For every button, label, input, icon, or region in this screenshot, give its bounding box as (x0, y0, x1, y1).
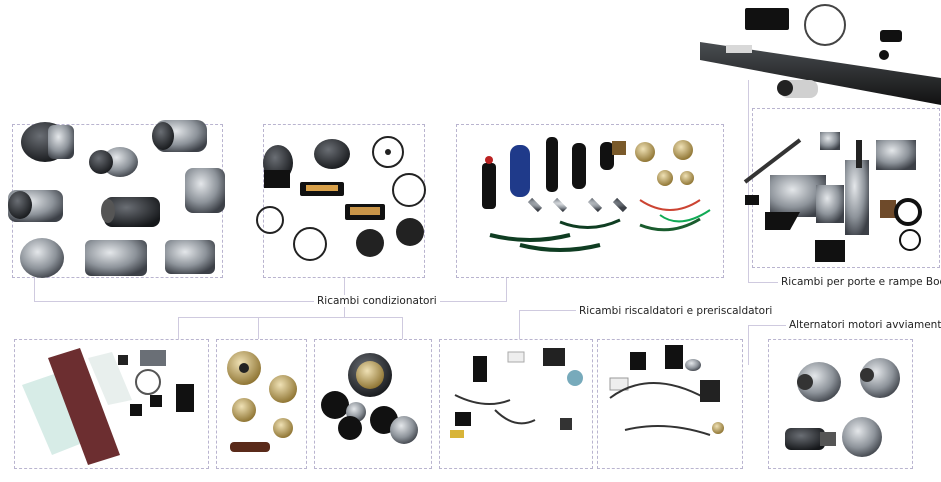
frame-alternators (768, 339, 913, 469)
connector-ac-mid (344, 278, 345, 302)
connector-door-h (748, 282, 778, 283)
label-alternators[interactable]: Alternatori motori avviamento (786, 319, 941, 331)
label-heaters[interactable]: Ricambi riscaldatori e preriscaldatori (576, 305, 776, 317)
label-air-conditioning[interactable]: Ricambi condizionatori (314, 295, 440, 307)
door-rail-icon (700, 4, 941, 105)
pulley-icon (227, 351, 297, 452)
frame-heater-parts-a (439, 339, 593, 469)
connector-ac-down (344, 302, 345, 318)
connector-ac-row2-a (178, 317, 179, 339)
frame-filters-hoses (456, 124, 724, 278)
connector-ac-right (506, 278, 507, 302)
frame-clutches (314, 339, 432, 469)
connector-alt-down (748, 325, 749, 365)
filter-drier-icon (482, 137, 694, 209)
connector-alt-top (748, 325, 788, 326)
frame-pulleys (216, 339, 307, 469)
heater-parts-icon (450, 345, 724, 438)
starter-motor-icon (785, 428, 836, 450)
connector-ac-left (34, 278, 35, 302)
clutch-icon (321, 353, 418, 444)
alternator-icon (797, 358, 900, 457)
frame-heater-parts-b (597, 339, 743, 469)
fan-icon (256, 136, 426, 261)
connector-ac-bottom (34, 301, 506, 302)
connector-heater-down (519, 310, 520, 339)
connector-ac-row2 (178, 317, 403, 318)
frame-ac-accessories (14, 339, 209, 469)
frame-fans (263, 124, 425, 278)
compressor-icon (8, 120, 225, 278)
pneumatic-cylinder-icon (743, 132, 922, 262)
hose-icon (489, 197, 711, 252)
connector-ac-row2-b (258, 317, 259, 339)
ac-accessories-icon (22, 348, 194, 465)
label-door-ramp[interactable]: Ricambi per porte e rampe Bode (778, 276, 941, 288)
connector-heater-top (519, 310, 579, 311)
connector-ac-row2-c (402, 317, 403, 339)
frame-door-parts (752, 108, 940, 268)
